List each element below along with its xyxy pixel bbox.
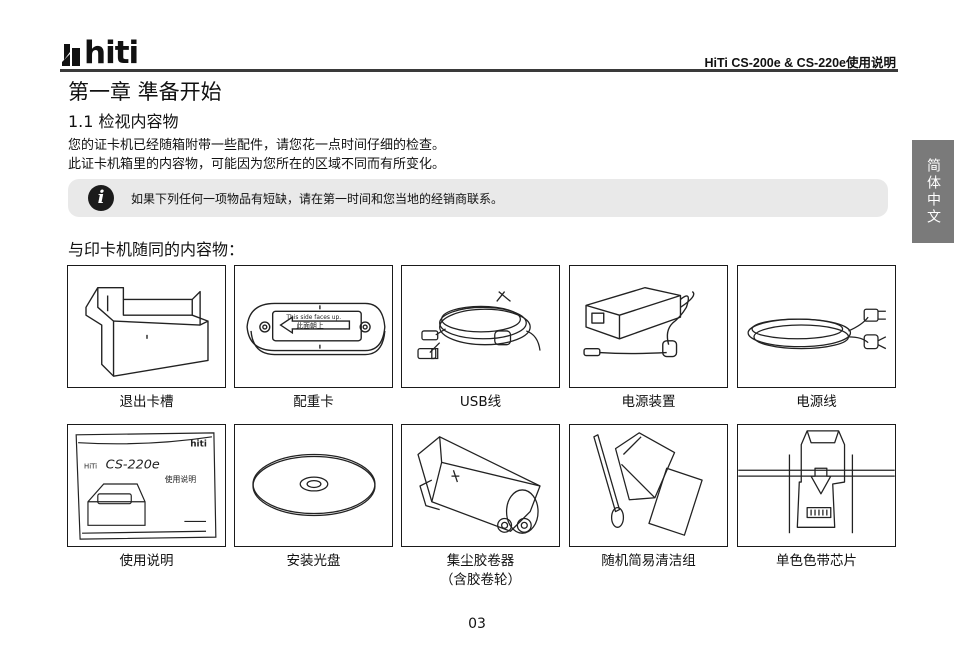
weight-card-text-top: This side faces up. [285,315,341,321]
manual-model-prefix: HiTi [84,462,97,470]
cleaning-kit-icon [593,432,703,536]
page-number: 03 [468,616,486,632]
dust-roller-icon [417,436,541,534]
item-label-cleaning-kit: 随机简易清洁组 [601,553,696,569]
item-ribbon-chip [737,424,896,547]
manual-logo-text: hiti [190,440,207,450]
item-label-usb-cable: USB线 [459,394,502,410]
power-cord-icon [747,308,887,350]
card-output-tray-icon [85,286,209,377]
item-label-user-manual: 使用说明 [119,553,174,569]
chapter-title: 第一章 準备开始 [68,80,222,104]
intro-paragraph: 您的证卡机已经随箱附带一些配件，请您花一点时间仔细的检查。 此证卡机箱里的内容物… [68,136,445,174]
item-power-cord [737,265,896,388]
contents-heading: 与印卡机随同的内容物： [68,240,245,259]
logo-text: hiti [84,34,139,71]
weight-card-icon: This side faces up. 此面朝上 [246,302,386,356]
note-text: 如果下列任何一项物品有短缺，请在第一时间和您当地的经销商联系。 [131,192,504,206]
ribbon-chip-icon [738,430,895,534]
document-title: HiTi CS-200e & CS-220e使用说明 [704,56,897,70]
item-label-power-cord: 电源线 [796,394,837,410]
item-usb-cable [401,265,560,388]
note-box: i 如果下列任何一项物品有短缺，请在第一时间和您当地的经销商联系。 [68,179,888,217]
weight-card-text-bottom: 此面朝上 [296,321,324,330]
item-weight-card: This side faces up. 此面朝上 [234,265,393,388]
section-title: 1.1 检视内容物 [68,112,179,131]
item-label-dust-roller-line1: 集尘胶卷器 [446,553,515,569]
item-installation-cd [234,424,393,547]
info-icon: i [88,185,114,211]
hiti-logo-icon [62,44,80,66]
installation-cd-icon [252,453,376,517]
manual-model-name: CS-220e [106,457,160,472]
item-label-card-output-tray: 退出卡槽 [119,394,174,410]
language-tab[interactable]: 简体中文 [912,140,954,243]
item-user-manual: hiti HiTi CS-220e 使用说明 [67,424,226,547]
power-adapter-icon [583,286,695,358]
intro-line-1: 您的证卡机已经随箱附带一些配件，请您花一点时间仔细的检查。 [68,138,446,153]
item-dust-roller [401,424,560,547]
manual-subtitle: 使用说明 [165,474,197,484]
user-manual-icon: hiti HiTi CS-220e 使用说明 [75,432,217,540]
usb-cable-icon [417,291,541,360]
item-label-ribbon-chip: 单色色带芯片 [776,553,857,569]
intro-line-2: 此证卡机箱里的内容物，可能因为您所在的区域不同而有所变化。 [68,157,446,172]
language-tab-label: 简体中文 [925,157,941,226]
item-card-output-tray [67,265,226,388]
item-label-power-adapter: 电源装置 [621,394,676,410]
hiti-logo: hiti [60,34,139,71]
item-label-dust-roller-line2: （含胶卷轮） [440,572,521,588]
item-label-dust-roller: 集尘胶卷器 （含胶卷轮） [401,552,560,590]
item-label-installation-cd: 安装光盘 [286,553,341,569]
item-cleaning-kit [569,424,728,547]
item-power-adapter [569,265,728,388]
item-label-weight-card: 配重卡 [293,394,334,410]
header-rule [60,69,898,72]
